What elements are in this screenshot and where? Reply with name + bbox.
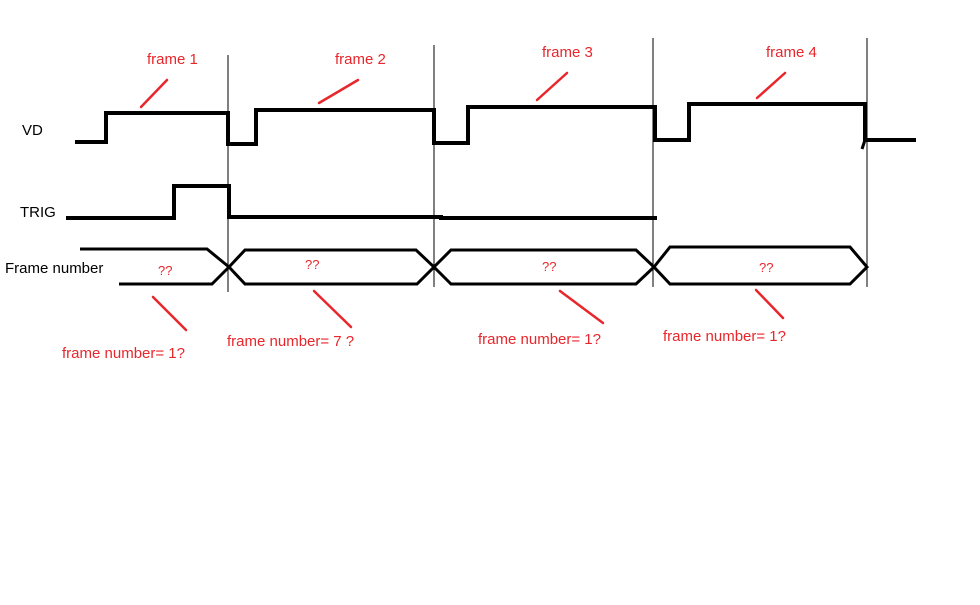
annotation-pointers — [139, 71, 787, 332]
frame-3-question: ?? — [542, 259, 557, 274]
frame-4-question: ?? — [759, 260, 774, 275]
frame-2-note: frame number= 7 ? — [227, 333, 355, 350]
frame-number-bus — [80, 245, 870, 286]
trig-label: TRIG — [20, 204, 56, 221]
frame-3-label: frame 3 — [542, 44, 593, 61]
frame-3-note: frame number= 1? — [478, 331, 601, 348]
frame-4-note: frame number= 1? — [663, 328, 786, 345]
frame-4-label: frame 4 — [766, 44, 817, 61]
frame-number-label: Frame number — [5, 260, 104, 277]
frame-2-label: frame 2 — [335, 51, 386, 68]
vd-waveform — [75, 102, 916, 146]
vd-label: VD — [22, 122, 43, 139]
frame-1-label: frame 1 — [147, 51, 198, 68]
frame-1-question: ?? — [158, 263, 173, 278]
frame-1-note: frame number= 1? — [62, 345, 185, 362]
trig-waveform — [66, 184, 657, 220]
vd-glitch — [860, 139, 867, 150]
frame-2-question: ?? — [305, 257, 320, 272]
